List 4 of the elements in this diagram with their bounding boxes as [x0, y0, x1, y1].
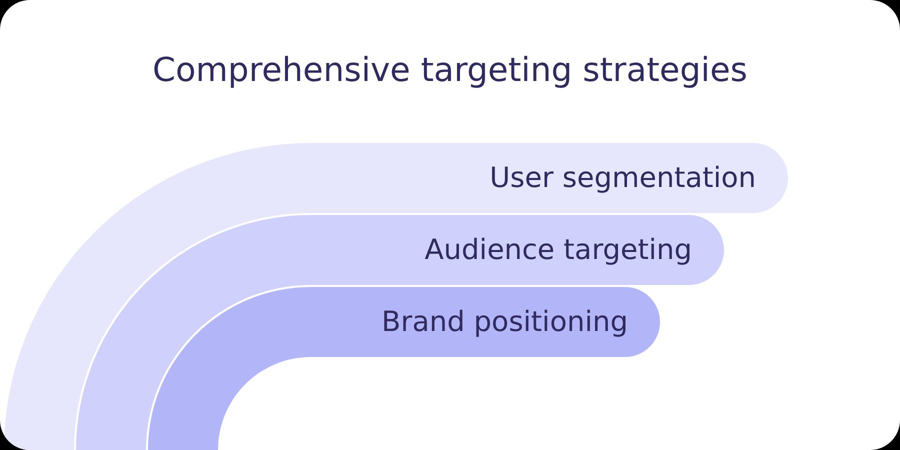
band-label: Audience targeting [424, 232, 692, 268]
band-label: Brand positioning [381, 304, 628, 340]
title: Comprehensive targeting strategies [152, 50, 748, 89]
band-label: User segmentation [490, 160, 756, 196]
